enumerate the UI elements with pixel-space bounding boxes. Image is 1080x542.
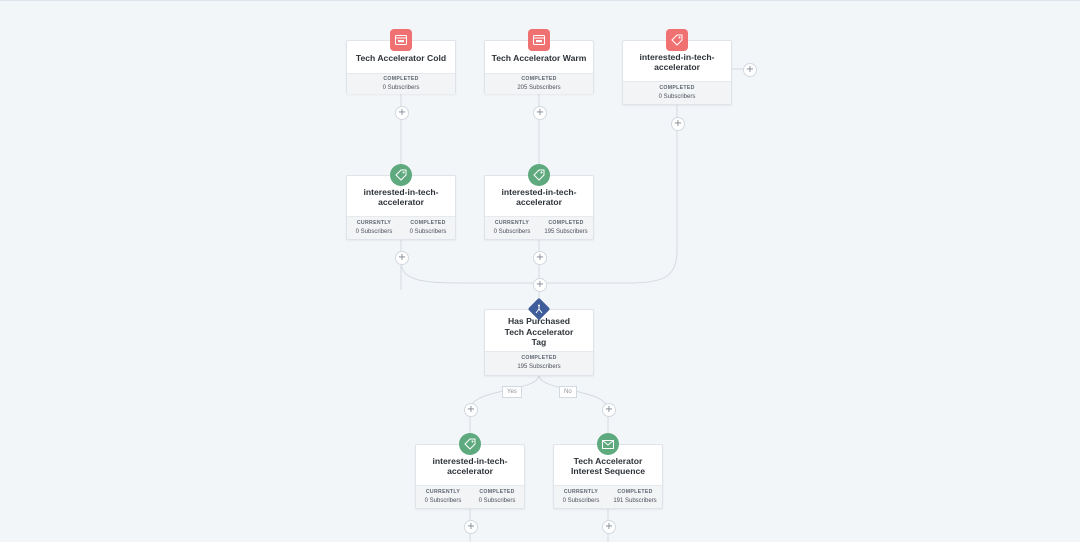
tag-icon (528, 164, 550, 186)
card-title: Tech Accelerator Warm (491, 52, 587, 63)
stat-value: 205 Subscribers (517, 85, 561, 91)
add-step-button[interactable]: + (602, 520, 616, 534)
card-stats: CURRENTLY 0 Subscribers COMPLETED 0 Subs… (347, 216, 455, 239)
form-icon (528, 29, 550, 51)
stat-label: COMPLETED (659, 85, 695, 91)
completed-value: 0 Subscribers (478, 498, 516, 504)
email-icon (597, 433, 619, 455)
currently-label: CURRENTLY (494, 220, 530, 226)
action-card-tag-1[interactable]: interested-in-tech-accelerator CURRENTLY… (346, 175, 456, 240)
add-step-button[interactable]: + (533, 106, 547, 120)
stat-value: 0 Subscribers (382, 85, 420, 91)
add-step-button[interactable]: + (602, 403, 616, 417)
card-stats: COMPLETED 0 Subscribers (347, 73, 455, 94)
completed-value: 191 Subscribers (613, 498, 657, 504)
completed-value: 195 Subscribers (544, 229, 588, 235)
card-title: interested-in-tech-accelerator (639, 51, 715, 73)
connector-merge-left (400, 261, 539, 284)
yes-branch-label: Yes (502, 386, 522, 398)
card-stats: CURRENTLY 0 Subscribers COMPLETED 191 Su… (554, 485, 662, 508)
completed-label: COMPLETED (479, 489, 515, 495)
card-stats: CURRENTLY 0 Subscribers COMPLETED 0 Subs… (416, 485, 524, 508)
currently-value: 0 Subscribers (562, 498, 600, 504)
card-title: Has Purchased Tech Accelerator Tag (504, 316, 574, 348)
completed-value: 0 Subscribers (409, 229, 447, 235)
card-title: interested-in-tech-accelerator (363, 186, 439, 208)
stat-value: 195 Subscribers (517, 364, 561, 370)
add-step-button[interactable]: + (395, 106, 409, 120)
stat-value: 0 Subscribers (658, 94, 696, 100)
no-action-card[interactable]: Tech Accelerator Interest Sequence CURRE… (553, 444, 663, 509)
card-stats: COMPLETED 0 Subscribers (623, 81, 731, 104)
form-icon (390, 29, 412, 51)
completed-label: COMPLETED (410, 220, 446, 226)
connector-merge-right (539, 249, 678, 284)
condition-card[interactable]: Has Purchased Tech Accelerator Tag COMPL… (484, 309, 594, 376)
card-title: Tech Accelerator Interest Sequence (570, 455, 646, 477)
tag-icon (666, 29, 688, 51)
currently-label: CURRENTLY (563, 489, 599, 495)
add-step-button[interactable]: + (671, 117, 685, 131)
stat-label: COMPLETED (521, 76, 557, 82)
currently-value: 0 Subscribers (355, 229, 393, 235)
currently-label: CURRENTLY (425, 489, 461, 495)
add-step-button[interactable]: + (464, 520, 478, 534)
add-step-button[interactable]: + (464, 403, 478, 417)
no-branch-label: No (559, 386, 577, 398)
card-stats: COMPLETED 205 Subscribers (485, 73, 593, 94)
currently-label: CURRENTLY (356, 220, 392, 226)
add-step-button[interactable]: + (533, 278, 547, 292)
completed-label: COMPLETED (617, 489, 653, 495)
add-step-button[interactable]: + (395, 251, 409, 265)
add-step-button[interactable]: + (533, 251, 547, 265)
tag-icon (390, 164, 412, 186)
tag-icon (459, 433, 481, 455)
add-step-button[interactable]: + (743, 63, 757, 77)
stat-label: COMPLETED (521, 355, 557, 361)
completed-label: COMPLETED (548, 220, 584, 226)
card-title: interested-in-tech-accelerator (501, 186, 577, 208)
currently-value: 0 Subscribers (424, 498, 462, 504)
card-stats: COMPLETED 195 Subscribers (485, 351, 593, 375)
card-title: interested-in-tech-accelerator (432, 455, 508, 477)
card-title: Tech Accelerator Cold (355, 52, 447, 63)
stat-label: COMPLETED (383, 76, 419, 82)
top-divider (0, 0, 1080, 1)
card-stats: CURRENTLY 0 Subscribers COMPLETED 195 Su… (485, 216, 593, 239)
currently-value: 0 Subscribers (493, 229, 531, 235)
branch-icon (528, 298, 550, 320)
